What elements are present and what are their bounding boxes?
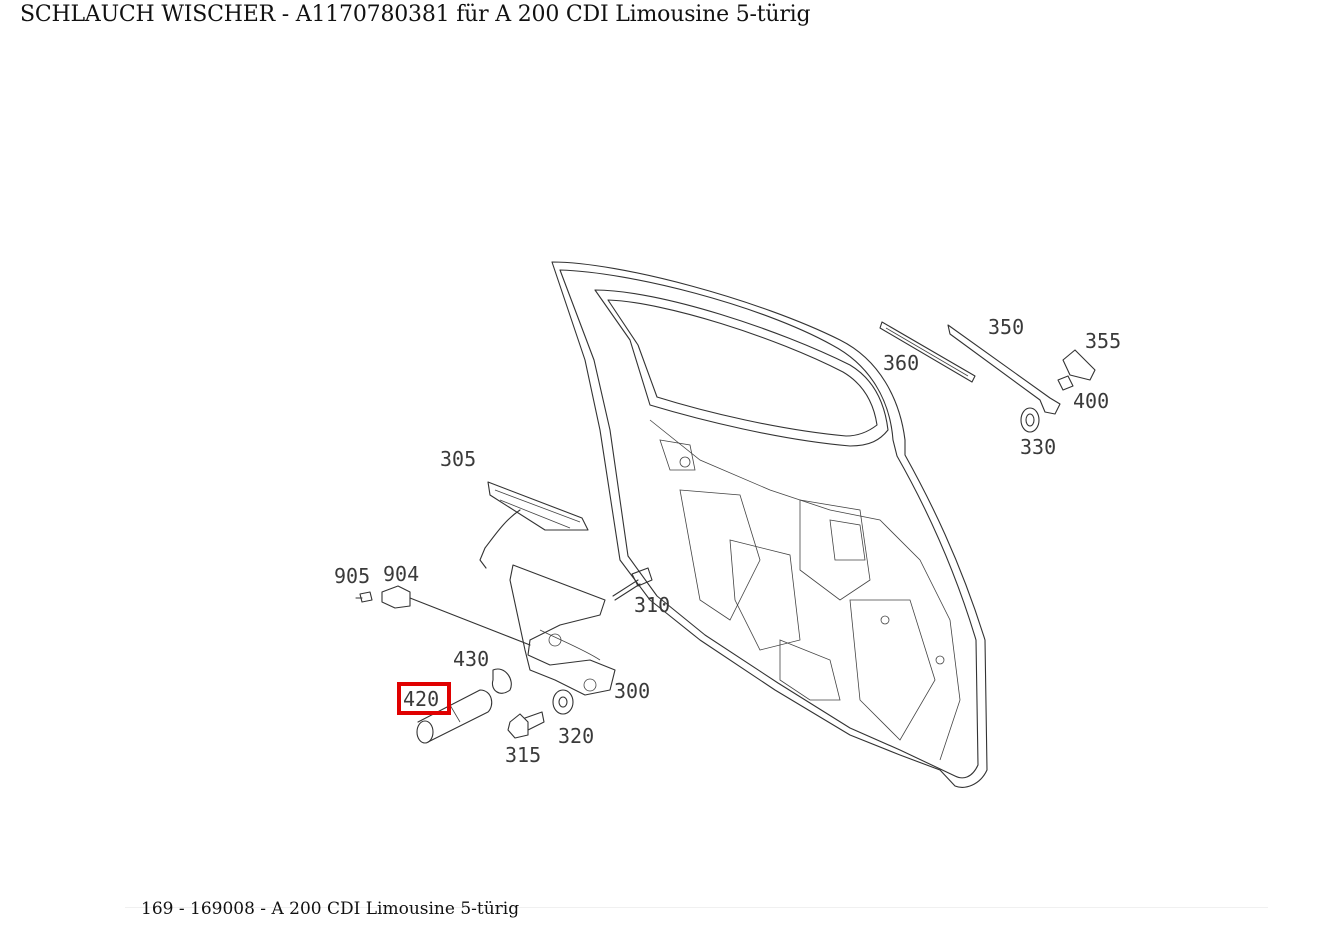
part-330-drawing xyxy=(1020,407,1040,433)
part-label-420[interactable]: 420 xyxy=(403,687,439,711)
footer-caption: 169 - 169008 - A 200 CDI Limousine 5-tür… xyxy=(141,899,520,919)
part-355-drawing xyxy=(1062,349,1096,381)
part-label-305[interactable]: 305 xyxy=(440,447,476,471)
part-310-drawing xyxy=(612,567,653,601)
footer-divider xyxy=(125,907,1268,908)
part-label-400[interactable]: 400 xyxy=(1073,389,1109,413)
part-400-drawing xyxy=(1057,375,1074,391)
part-305-drawing xyxy=(479,481,589,569)
highlight-box-420 xyxy=(397,682,451,715)
part-label-310[interactable]: 310 xyxy=(634,593,670,617)
part-360-drawing xyxy=(879,321,976,383)
tailgate-frame xyxy=(551,261,988,788)
part-label-904[interactable]: 904 xyxy=(383,562,419,586)
part-label-320[interactable]: 320 xyxy=(558,724,594,748)
part-label-905[interactable]: 905 xyxy=(334,564,370,588)
part-300-drawing xyxy=(509,564,616,696)
part-label-430[interactable]: 430 xyxy=(453,647,489,671)
part-430-drawing xyxy=(491,668,512,694)
part-350-drawing xyxy=(947,324,1061,415)
part-label-360[interactable]: 360 xyxy=(883,351,919,375)
part-label-300[interactable]: 300 xyxy=(614,679,650,703)
part-315-drawing xyxy=(507,711,545,739)
part-label-350[interactable]: 350 xyxy=(988,315,1024,339)
part-904-905-drawing xyxy=(355,585,531,646)
page-title: SCHLAUCH WISCHER - A1170780381 für A 200… xyxy=(20,2,811,27)
part-label-330[interactable]: 330 xyxy=(1020,435,1056,459)
part-label-355[interactable]: 355 xyxy=(1085,329,1121,353)
part-320-drawing xyxy=(552,689,574,715)
part-420-drawing xyxy=(416,689,493,744)
part-label-315[interactable]: 315 xyxy=(505,743,541,767)
